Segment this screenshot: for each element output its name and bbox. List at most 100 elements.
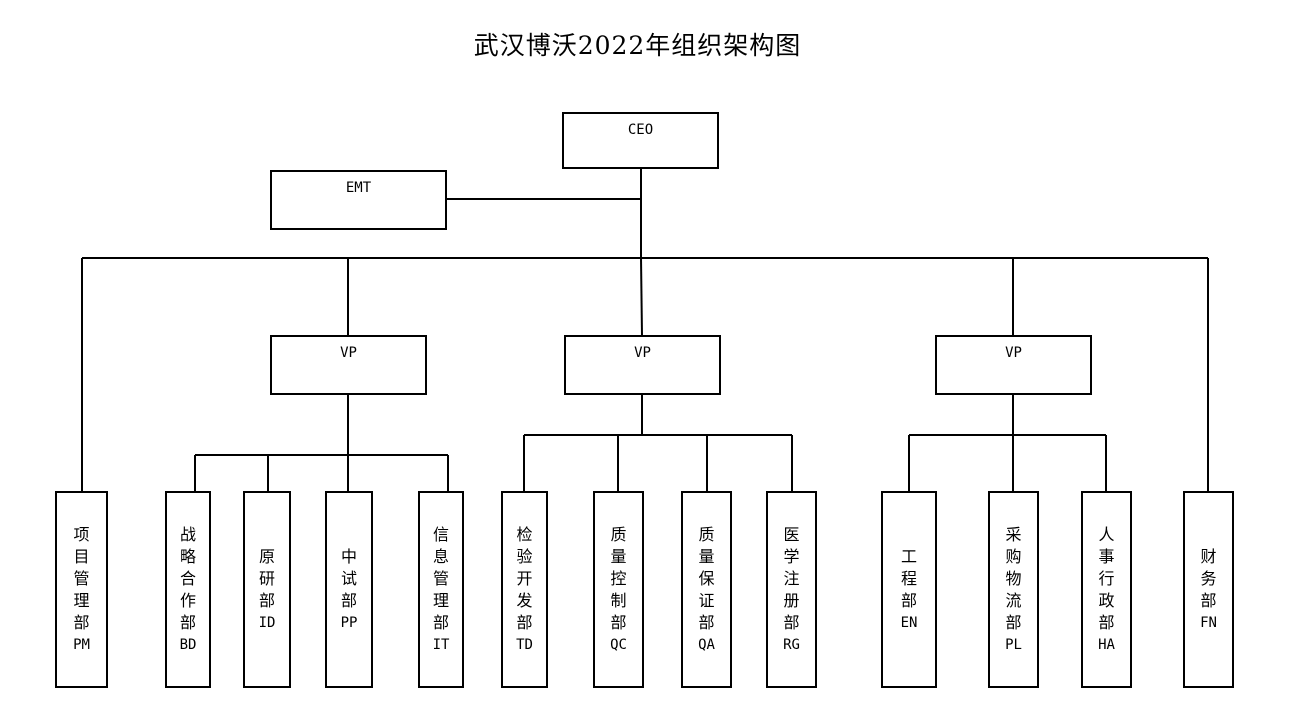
- node-vp-3: VP: [935, 335, 1092, 395]
- department-ha: 人事行政部 HA: [1081, 491, 1132, 688]
- department-pp-char: 试: [340, 568, 357, 588]
- department-en: 工程部 EN: [881, 491, 937, 688]
- department-it-char: 管: [432, 568, 449, 588]
- department-qc-char: 质: [610, 524, 627, 544]
- department-pp-char: 中: [340, 546, 357, 566]
- department-td-char: 验: [516, 546, 533, 566]
- department-pm-char: 部: [73, 612, 90, 632]
- department-fn-char: 部: [1200, 590, 1217, 610]
- department-pp-label: 中试部 PP: [341, 546, 358, 634]
- department-qa-char: 证: [698, 590, 715, 610]
- department-pm-char: 项: [73, 524, 90, 544]
- department-qc-char: 量: [610, 546, 627, 566]
- department-qc-char: 制: [610, 590, 627, 610]
- department-td-char: 检: [516, 524, 533, 544]
- department-pl-char: 物: [1005, 568, 1022, 588]
- node-ceo-label: CEO: [627, 122, 654, 138]
- department-id-char: 部: [258, 590, 275, 610]
- department-en-char: 工: [900, 546, 917, 566]
- department-id-char: 研: [258, 568, 275, 588]
- department-it-char: 理: [432, 590, 449, 610]
- department-ha-code: HA: [1098, 636, 1115, 653]
- department-pm-char: 目: [73, 546, 90, 566]
- page-title: 武汉博沃2022年组织架构图: [473, 31, 802, 60]
- node-vp-2-label: VP: [634, 345, 651, 361]
- node-vp-2: VP: [564, 335, 721, 395]
- department-id: 原研部 ID: [243, 491, 291, 688]
- department-fn-code: FN: [1200, 614, 1217, 631]
- department-pp-char: 部: [340, 590, 357, 610]
- department-en-char: 部: [900, 590, 917, 610]
- department-pl-char: 流: [1005, 590, 1022, 610]
- department-qa-char: 质: [698, 524, 715, 544]
- department-it-label: 信息管理部 IT: [433, 524, 450, 656]
- department-qa-code: QA: [698, 636, 715, 653]
- department-pl-char: 部: [1005, 612, 1022, 632]
- department-td-code: TD: [516, 636, 533, 653]
- department-ha-char: 事: [1098, 546, 1115, 566]
- department-it-char: 信: [432, 524, 449, 544]
- department-en-code: EN: [900, 614, 918, 631]
- department-td: 检验开发部 TD: [501, 491, 548, 688]
- department-en-char: 程: [900, 568, 917, 588]
- department-bd-char: 作: [179, 590, 196, 610]
- department-ha-char: 部: [1098, 612, 1115, 632]
- department-pl: 采购物流部 PL: [988, 491, 1039, 688]
- department-pp-code: PP: [340, 614, 358, 631]
- node-emt: EMT: [270, 170, 447, 230]
- department-pl-code: PL: [1005, 636, 1022, 653]
- department-td-char: 部: [516, 612, 533, 632]
- department-td-char: 发: [516, 590, 533, 610]
- department-pl-char: 购: [1005, 546, 1022, 566]
- department-qc-label: 质量控制部 QC: [610, 524, 627, 656]
- department-bd-char: 战: [179, 524, 196, 544]
- node-vp-3-label: VP: [1005, 345, 1022, 361]
- department-pm-char: 理: [73, 590, 90, 610]
- department-rg-char: 注: [783, 568, 800, 588]
- node-vp-1-label: VP: [340, 345, 357, 361]
- department-it: 信息管理部 IT: [418, 491, 464, 688]
- department-qc-char: 控: [610, 568, 627, 588]
- department-it-code: IT: [432, 636, 450, 653]
- department-pl-label: 采购物流部 PL: [1005, 524, 1022, 656]
- department-id-label: 原研部 ID: [259, 546, 276, 634]
- node-emt-label: EMT: [345, 180, 372, 196]
- department-id-code: ID: [258, 614, 276, 631]
- node-ceo: CEO: [562, 112, 719, 169]
- department-qa-char: 量: [698, 546, 715, 566]
- department-rg-char: 册: [783, 590, 800, 610]
- department-rg-char: 学: [783, 546, 800, 566]
- department-pl-char: 采: [1005, 524, 1022, 544]
- department-it-char: 息: [432, 546, 449, 566]
- department-rg-char: 部: [783, 612, 800, 632]
- department-ha-char: 行: [1098, 568, 1115, 588]
- department-qc-code: QC: [610, 636, 627, 653]
- department-td-char: 开: [516, 568, 533, 588]
- department-pm-char: 管: [73, 568, 90, 588]
- department-pp: 中试部 PP: [325, 491, 373, 688]
- department-qc-char: 部: [610, 612, 627, 632]
- department-ha-char: 人: [1098, 524, 1115, 544]
- department-it-char: 部: [432, 612, 449, 632]
- department-bd-char: 合: [179, 568, 196, 588]
- department-en-label: 工程部 EN: [901, 546, 918, 634]
- department-ha-char: 政: [1098, 590, 1115, 610]
- department-fn-char: 财: [1200, 546, 1217, 566]
- department-bd-code: BD: [179, 636, 197, 653]
- department-rg-code: RG: [783, 636, 800, 653]
- department-qa-char: 保: [698, 568, 715, 588]
- department-qc: 质量控制部 QC: [593, 491, 644, 688]
- department-id-char: 原: [258, 546, 275, 566]
- department-bd-char: 部: [179, 612, 196, 632]
